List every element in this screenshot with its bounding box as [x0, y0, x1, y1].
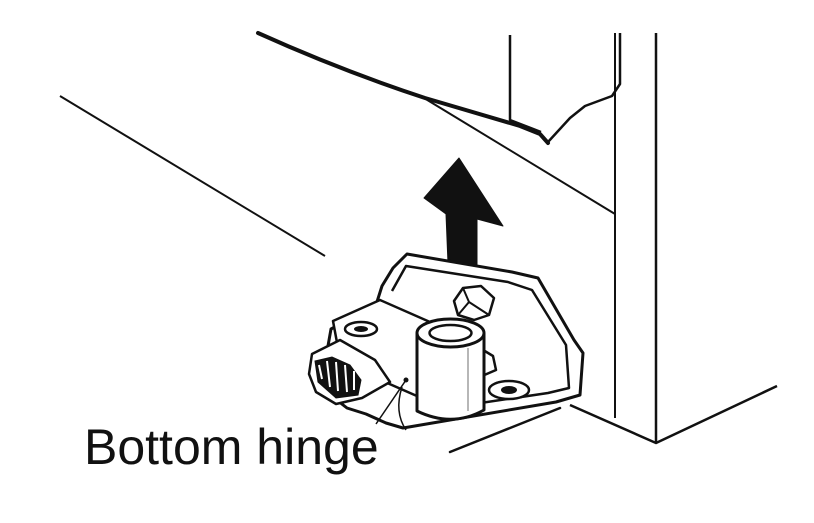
- label-leader-hook: [398, 386, 407, 431]
- door-top-curve: [256, 31, 550, 145]
- leader-dot: [403, 377, 409, 383]
- bottom-hinge-label: Bottom hinge: [84, 419, 379, 475]
- floor-line-left: [59, 95, 326, 257]
- label-leader-line: [375, 379, 407, 425]
- door-right-edge: [547, 33, 622, 143]
- hinge-bracket-inner: [390, 264, 571, 414]
- adjuster-knob: [307, 338, 392, 406]
- cabinet-face-line: [423, 97, 616, 215]
- door-vertical-edge: [508, 35, 542, 134]
- hex-bolt: [452, 284, 496, 322]
- bracket-screw-hole-inner: [501, 386, 517, 394]
- up-arrow-icon: [423, 157, 504, 289]
- base-curve-line: [448, 406, 562, 454]
- cabinet-bottom-edge: [569, 384, 778, 445]
- plate-screw-hole-inner: [354, 326, 368, 332]
- hinge-pin: [415, 317, 486, 421]
